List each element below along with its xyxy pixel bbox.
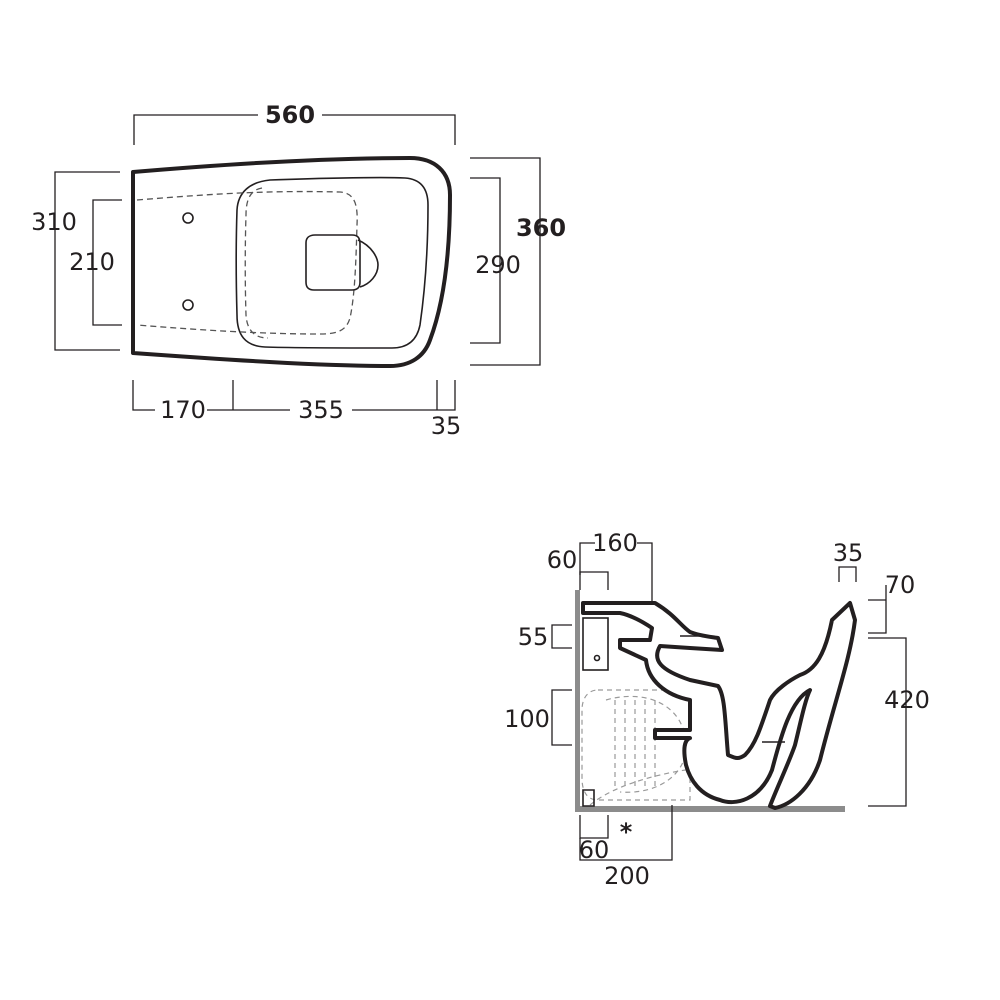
wall — [575, 590, 580, 812]
dim-floor-offset: 60 — [579, 836, 610, 864]
hidden-waste — [581, 689, 701, 806]
flush-outlet — [305, 234, 361, 291]
dim-waste-outlet: 200 — [604, 862, 650, 890]
dim-waste-height: 100 — [504, 705, 550, 733]
dim-rear-offset: 60 — [547, 546, 578, 574]
side-view: 60 160 35 70 55 100 420 60 200 * — [504, 529, 930, 890]
top-dimension-lines — [54, 114, 541, 411]
hidden-profile — [136, 190, 358, 335]
side-dimension-lines — [551, 542, 907, 861]
flush-outlet-arc — [357, 239, 379, 288]
dim-total-height: 420 — [884, 686, 930, 714]
bracket-hole — [593, 654, 601, 662]
fixing-hole-upper — [182, 212, 194, 224]
inner-rim-dashed — [244, 187, 269, 339]
seat-opening — [235, 176, 429, 349]
dim-inner-width: 290 — [475, 251, 521, 279]
dim-seat-length: 355 — [298, 396, 344, 424]
dim-top-rim: 70 — [885, 571, 916, 599]
fixing-bracket — [582, 617, 609, 671]
dim-flush-inlet: 160 — [592, 529, 638, 557]
dim-overall-length: 560 — [265, 101, 315, 129]
dim-fixing-spacing: 210 — [69, 248, 115, 276]
bowl-top-outline — [131, 156, 452, 368]
note-asterisk: * — [620, 818, 633, 846]
dim-front-rim: 35 — [431, 412, 462, 440]
dim-inlet-height: 55 — [518, 623, 549, 651]
dim-outer-width: 310 — [31, 208, 77, 236]
top-view: 560 310 210 360 290 170 355 35 — [31, 101, 566, 440]
floor — [575, 806, 845, 812]
bowl-side-outline — [581, 601, 857, 810]
dim-wall-to-seat: 170 — [160, 396, 206, 424]
dim-rim-width: 360 — [516, 214, 566, 242]
fixing-hole-lower — [182, 299, 194, 311]
dim-rim-depth: 35 — [833, 539, 864, 567]
foot-bracket — [582, 789, 595, 807]
